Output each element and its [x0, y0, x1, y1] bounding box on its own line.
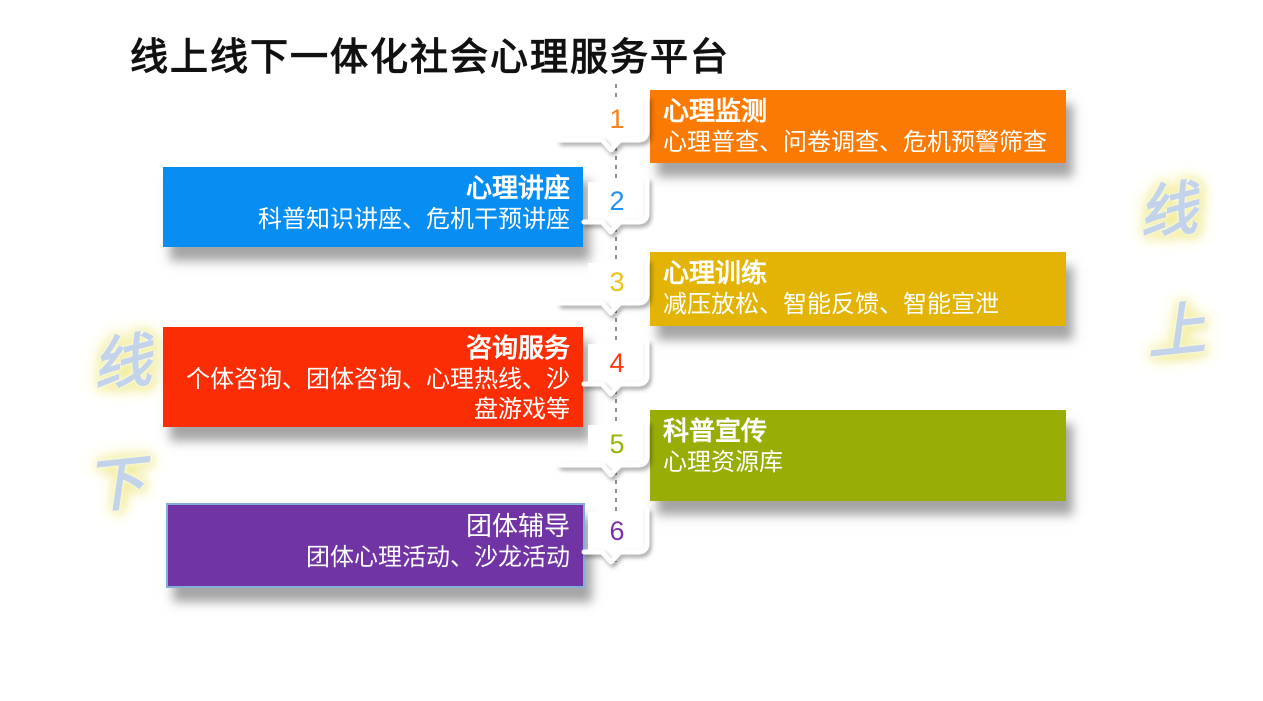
timeline-marker-tag-icon [581, 177, 650, 235]
timeline-marker-3: 3 [557, 258, 658, 321]
timeline-marker-2: 2 [558, 177, 658, 240]
timeline-marker-tag-icon [557, 420, 650, 478]
service-box-desc: 心理普查、问卷调查、危机预警筛查 [663, 128, 1047, 156]
service-box-1: 心理监测 心理普查、问卷调查、危机预警筛查 [650, 90, 1066, 163]
service-box-desc: 心理资源库 [663, 448, 783, 476]
service-box-5: 科普宣传 心理资源库 [650, 410, 1066, 501]
timeline-marker-1: 1 [557, 95, 658, 158]
timeline-marker-4: 4 [558, 339, 658, 402]
service-box-title: 咨询服务 [465, 333, 570, 363]
page-title: 线上线下一体化社会心理服务平台 [130, 37, 731, 79]
service-box-desc: 个体咨询、团体咨询、心理热线、沙盘游戏等 [186, 365, 570, 424]
timeline-marker-6: 6 [558, 507, 658, 570]
timeline-dashed-line [615, 84, 617, 562]
service-box-desc: 团体心理活动、沙龙活动 [306, 543, 570, 571]
service-box-title: 心理训练 [663, 258, 768, 288]
timeline-marker-number: 4 [609, 348, 625, 378]
side-label-offline-char-2: 下 [83, 450, 148, 521]
side-label-online-char-1: 线 [1135, 176, 1200, 247]
timeline-marker-number: 2 [609, 186, 625, 216]
service-box-4: 咨询服务 个体咨询、团体咨询、心理热线、沙盘游戏等 [163, 327, 583, 427]
timeline-marker-number: 1 [609, 104, 625, 134]
service-box-title: 心理讲座 [465, 173, 570, 203]
service-box-6: 团体辅导 团体心理活动、沙龙活动 [166, 503, 585, 588]
timeline-marker-number: 5 [609, 429, 625, 459]
service-box-desc: 科普知识讲座、危机干预讲座 [258, 205, 570, 233]
timeline-marker-tag-icon [581, 507, 650, 565]
service-box-2: 心理讲座 科普知识讲座、危机干预讲座 [163, 167, 583, 247]
timeline-marker-tag-icon [557, 95, 650, 153]
service-box-title: 科普宣传 [663, 416, 768, 446]
timeline-marker-number: 3 [609, 267, 625, 297]
side-label-offline-char-1: 线 [89, 328, 154, 399]
timeline-marker-tag-icon [581, 339, 650, 397]
service-box-title: 心理监测 [663, 96, 768, 126]
side-label-online-char-2: 上 [1143, 296, 1208, 367]
timeline-marker-tag-icon [557, 258, 650, 316]
service-box-title: 团体辅导 [465, 511, 570, 541]
timeline-marker-number: 6 [609, 516, 625, 546]
service-box-desc: 减压放松、智能反馈、智能宣泄 [663, 290, 999, 318]
service-box-3: 心理训练 减压放松、智能反馈、智能宣泄 [650, 252, 1066, 326]
timeline-marker-5: 5 [557, 420, 658, 483]
